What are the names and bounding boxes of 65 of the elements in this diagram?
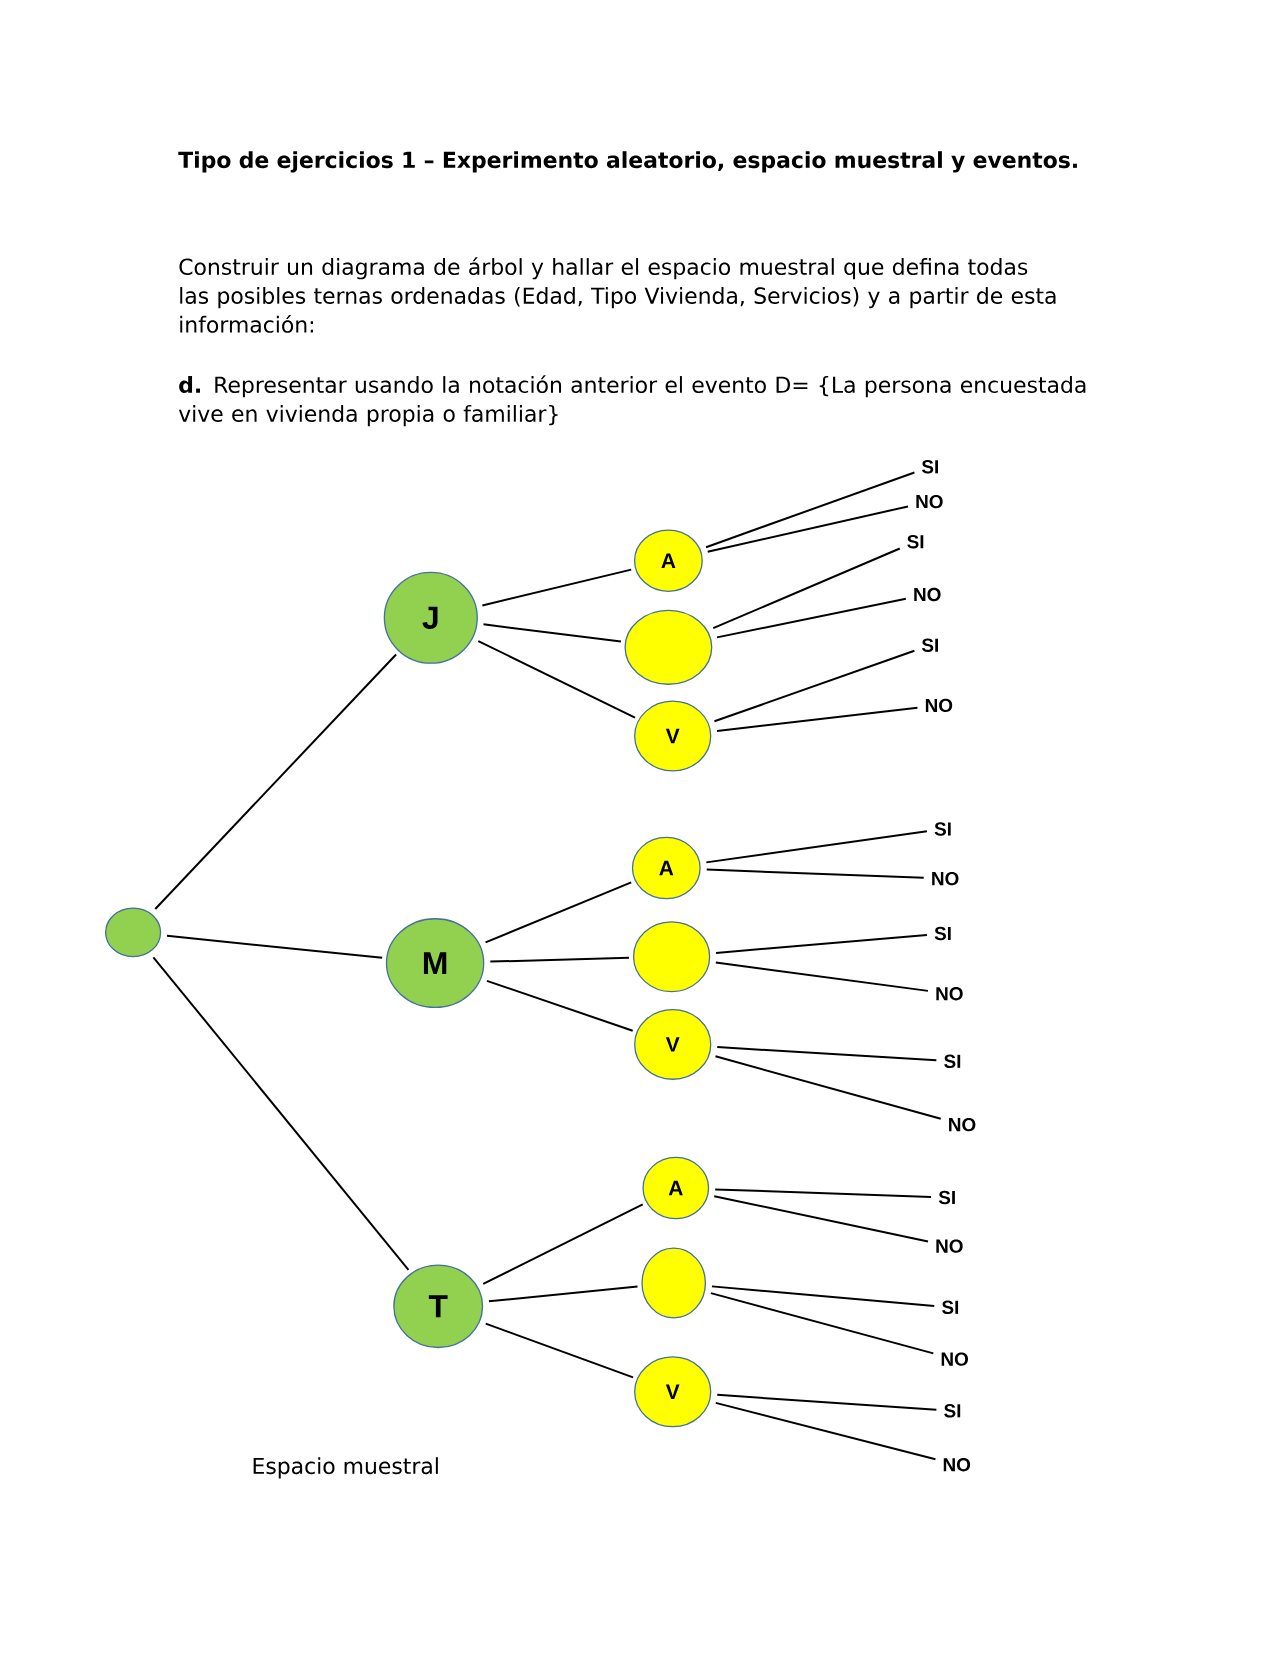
branch-line: [166, 934, 384, 959]
tree-node: V: [634, 1008, 712, 1080]
outcome-label: NO: [932, 871, 959, 886]
tree-node: V: [634, 700, 712, 772]
branch-line: [709, 1292, 935, 1355]
branch-line: [154, 653, 398, 910]
outcome-label: NO: [914, 587, 941, 602]
branch-line: [481, 568, 633, 607]
branch-line: [482, 623, 622, 643]
outcome-label: NO: [916, 494, 943, 509]
outcome-label: SI: [907, 535, 924, 549]
branch-line: [716, 597, 907, 639]
branch-line: [705, 830, 928, 864]
outcome-label: NO: [936, 987, 963, 1001]
paragraph: d. Representar usando la notación anterior el evento D= {La persona encuestada vive en vivienda propia o familiar}: [178, 375, 1086, 427]
branch-line: [716, 1046, 938, 1062]
branch-line: [489, 956, 630, 963]
branch-line: [484, 881, 633, 944]
branch-line: [477, 640, 636, 719]
branch-line: [716, 706, 919, 732]
branch-line: [485, 979, 634, 1032]
branch-line: [152, 956, 410, 1271]
outcome-label: SI: [944, 1404, 961, 1418]
branch-line: [714, 1401, 937, 1461]
tree-node: [624, 609, 713, 685]
outcome-label: SI: [944, 1054, 961, 1068]
outcome-label: SI: [942, 1300, 959, 1314]
branch-line: [705, 868, 925, 879]
outcome-label: NO: [941, 1352, 968, 1366]
outcome-label: SI: [938, 1190, 955, 1205]
outcome-label: NO: [943, 1458, 971, 1472]
branch-line: [715, 933, 928, 954]
outcome-label: SI: [921, 638, 938, 652]
tree-node: A: [631, 836, 701, 900]
tree-node: [641, 1247, 707, 1319]
branch-line: [714, 1188, 933, 1198]
outcome-label: NO: [949, 1117, 976, 1132]
branch-line: [487, 1285, 639, 1303]
tree-node: M: [385, 918, 485, 1009]
tree-node: V: [634, 1356, 712, 1428]
branch-line: [710, 1285, 936, 1307]
tree-node: A: [642, 1156, 710, 1220]
branch-line: [713, 649, 916, 723]
branch-line: [713, 1195, 929, 1243]
caption-text: Espacio muestral: [253, 1457, 438, 1479]
tree-node: T: [393, 1264, 484, 1349]
branch-line: [714, 961, 929, 992]
outcome-label: SI: [934, 822, 951, 836]
tree-node: [105, 907, 162, 958]
branch-line: [484, 1322, 634, 1379]
tree-node: A: [633, 529, 703, 592]
branch-line: [482, 1203, 644, 1285]
branch-line: [706, 505, 909, 553]
branch-line: [712, 547, 901, 630]
outcome-label: NO: [925, 698, 953, 713]
outcome-label: NO: [936, 1239, 963, 1253]
branch-line: [714, 1055, 942, 1120]
paragraph: Construir un diagrama de árbol y hallar el espacio muestral que defina todas las posibles ternas ordenadas (Edad, Tipo Vivienda, Servicios) y a partir de esta información:: [179, 257, 1056, 333]
tree-node: J: [383, 571, 478, 664]
branch-line: [705, 471, 916, 549]
outcome-label: SI: [934, 926, 951, 941]
outcome-label: SI: [921, 460, 938, 474]
title: Tipo de ejercicios 1 – Experimento aleatorio, espacio muestral y eventos.: [178, 151, 1077, 173]
tree-node: [632, 921, 711, 993]
branch-line: [716, 1393, 938, 1411]
